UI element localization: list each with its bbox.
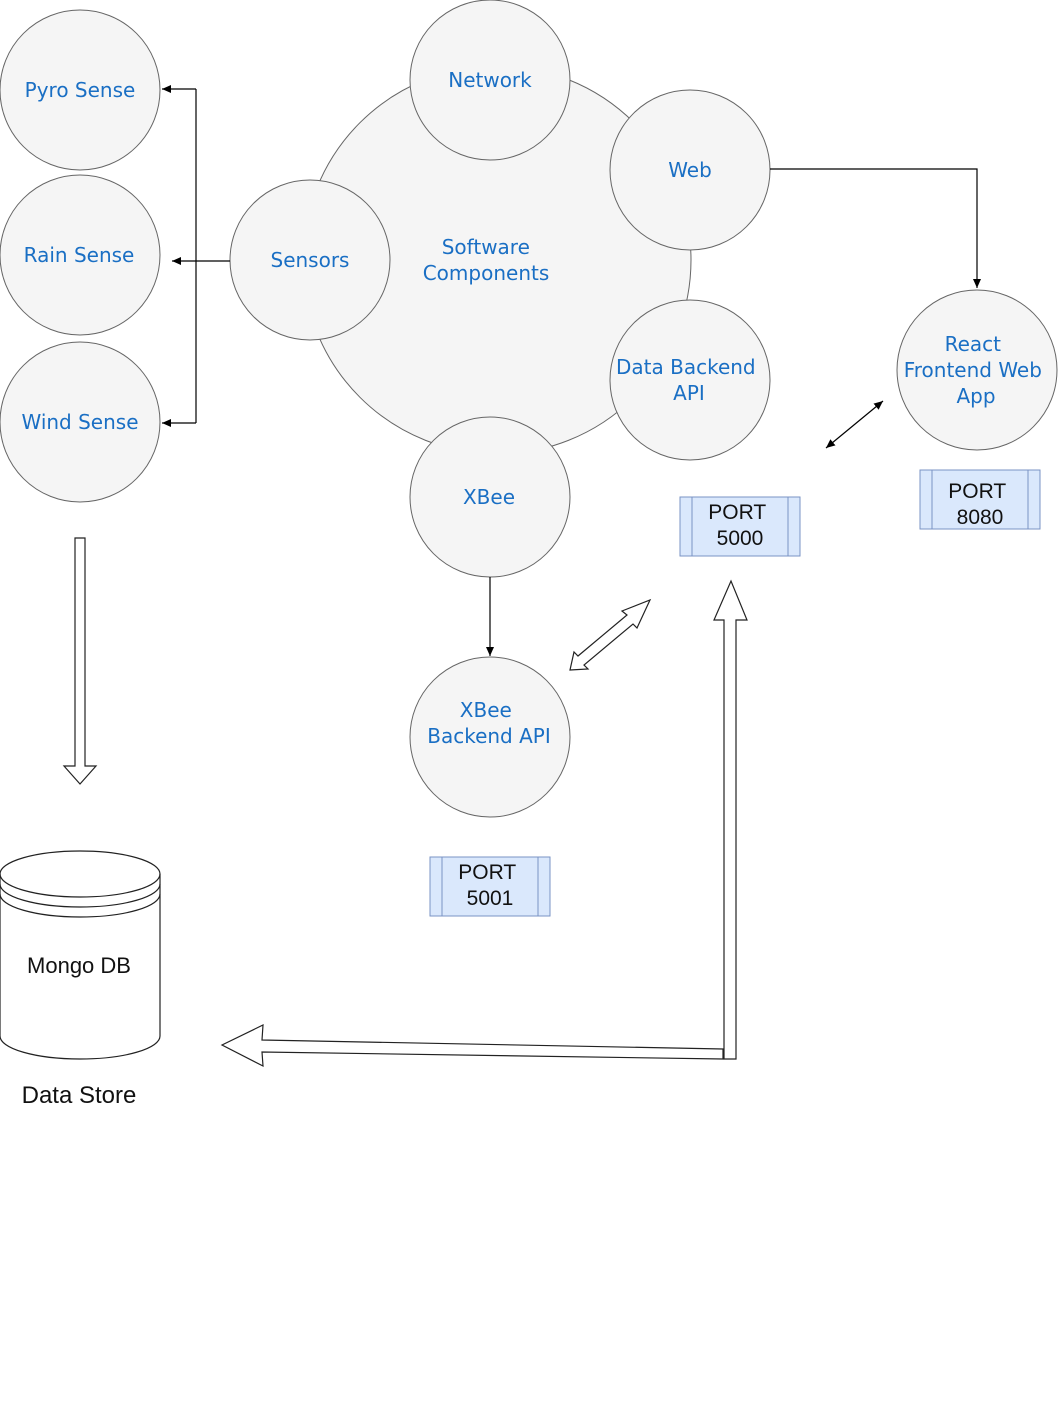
react-frontend-label-line1: React [945, 332, 1002, 356]
sensors-node[interactable]: Sensors [229, 179, 391, 341]
wind-sense-node[interactable]: Wind Sense [0, 341, 161, 503]
svg-text:PORT 5001: PORT 5001 [458, 861, 521, 910]
software-components-node[interactable]: Software Components [302, 65, 692, 455]
port-5000-box: PORT 5000 [679, 496, 801, 557]
port-5000-label-line2: 5000 [717, 527, 764, 550]
mongo-db-label: Mongo DB [27, 953, 131, 978]
svg-text:React Frontend Web: React Frontend Web App [904, 332, 1049, 408]
sensors-connectors [162, 85, 230, 427]
arrow-web-to-react [770, 168, 981, 288]
web-label: Web [668, 158, 712, 182]
double-arrow-api-react [825, 400, 884, 449]
react-frontend-node[interactable]: React Frontend Web App [896, 289, 1058, 451]
sensors-label: Sensors [271, 248, 350, 272]
pyro-sense-label: Pyro Sense [25, 78, 136, 102]
port-5000-label-line1: PORT [708, 501, 766, 524]
mongo-db-cylinder[interactable]: Mongo DB [0, 850, 161, 1060]
svg-text:Software Components: Software Components [423, 235, 550, 285]
xbee-backend-api-label-line1: XBee [460, 698, 512, 722]
web-node[interactable]: Web [609, 89, 771, 251]
network-label: Network [448, 68, 532, 92]
network-node[interactable]: Network [409, 0, 571, 161]
arrow-sensors-to-database [62, 537, 98, 785]
react-frontend-label-line3: App [956, 384, 995, 408]
port-8080-label-line2: 8080 [957, 506, 1004, 529]
xbee-backend-api-node[interactable]: XBee Backend API [409, 656, 571, 818]
rain-sense-label: Rain Sense [24, 243, 135, 267]
xbee-node[interactable]: XBee [409, 416, 571, 578]
port-5001-label-line1: PORT [458, 861, 516, 884]
data-backend-api-node[interactable]: Data Backend API [609, 299, 771, 461]
svg-text:PORT 5000: PORT 5000 [708, 501, 771, 550]
data-store-caption: Data Store [22, 1082, 137, 1109]
xbee-backend-api-label-line2: Backend API [427, 724, 551, 748]
data-backend-api-label-line2: API [673, 381, 705, 405]
data-backend-api-label-line1: Data Backend [616, 355, 756, 379]
port-5001-label-line2: 5001 [467, 887, 514, 910]
port-8080-label-line1: PORT [948, 480, 1006, 503]
double-arrow-xbee-backend-data-api [569, 598, 652, 671]
software-components-label-line1: Software [442, 235, 530, 259]
svg-text:PORT 8080: PORT 8080 [948, 480, 1011, 529]
port-5001-box: PORT 5001 [429, 856, 551, 917]
arrow-left-to-database [220, 1024, 724, 1068]
wind-sense-label: Wind Sense [21, 410, 138, 434]
react-frontend-label-line2: Frontend Web [904, 358, 1042, 382]
svg-text:Data Backend API: Data Backend API [616, 355, 762, 405]
arrow-up-to-port-5000 [713, 579, 748, 1060]
pyro-sense-node[interactable]: Pyro Sense [0, 9, 161, 171]
software-components-label-line2: Components [423, 261, 550, 285]
xbee-label: XBee [463, 485, 515, 509]
port-8080-box: PORT 8080 [919, 469, 1041, 530]
svg-text:XBee Backend API: XBee Backend API [427, 698, 551, 748]
rain-sense-node[interactable]: Rain Sense [0, 174, 161, 336]
